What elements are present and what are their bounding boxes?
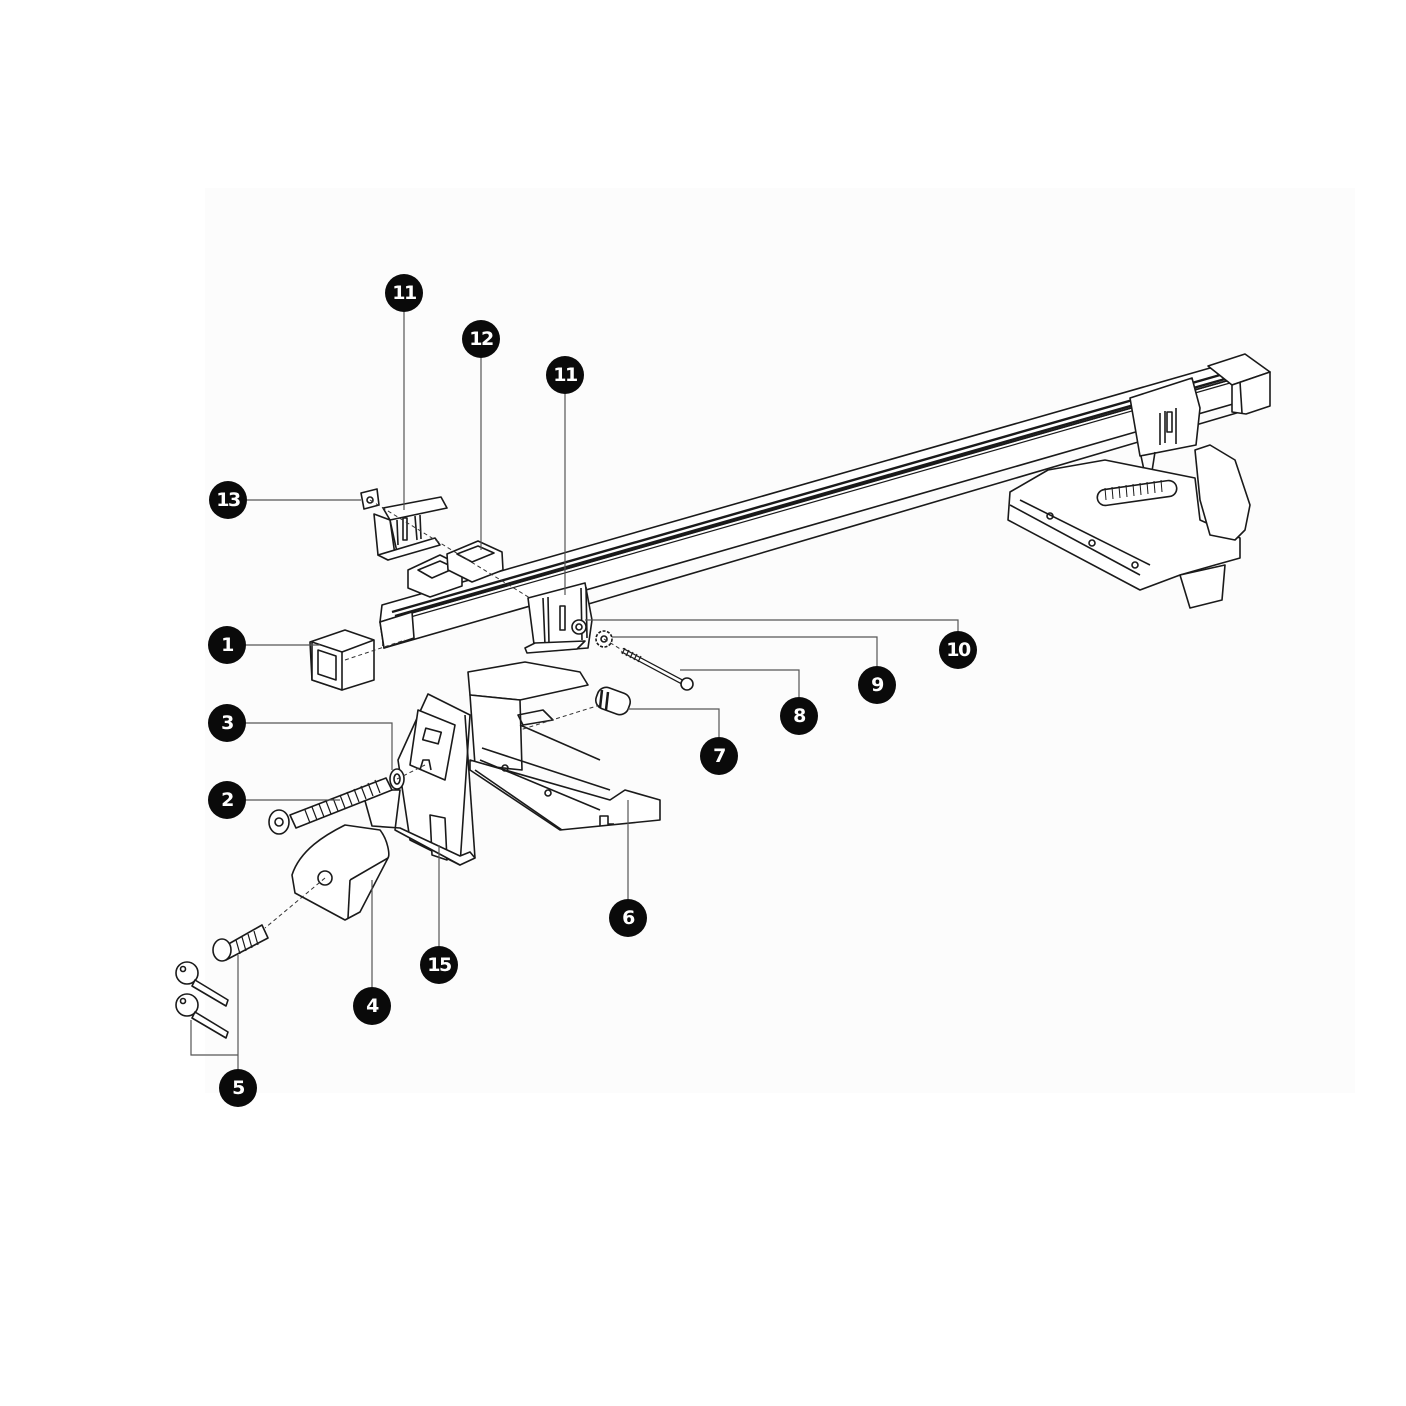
callout-7: 7: [700, 737, 738, 775]
callout-4: 4: [353, 987, 391, 1025]
key-2: [175, 993, 229, 1039]
right-end-cap: [1207, 353, 1271, 415]
part-1-end-cap: [309, 629, 375, 691]
callout-11-upper: 11: [385, 274, 423, 312]
load-bar: [379, 367, 1241, 649]
part-13-square-nut: [360, 488, 380, 510]
key-1: [175, 961, 229, 1007]
leader-lines: [190, 312, 959, 1069]
part-12-pads: [407, 540, 504, 598]
part-7-threaded-insert: [594, 686, 632, 716]
part-8-screw: [620, 647, 694, 691]
callout-12: 12: [462, 320, 500, 358]
callout-6: 6: [609, 899, 647, 937]
right-foot-assembly: [1007, 377, 1251, 609]
part-11-bracket: [373, 496, 448, 561]
callout-8: 8: [780, 697, 818, 735]
callout-10: 10: [939, 631, 977, 669]
callout-2: 2: [208, 781, 246, 819]
callout-13: 13: [209, 481, 247, 519]
callout-15: 15: [420, 946, 458, 984]
keys: [175, 961, 229, 1039]
bar-bracket-mounted: [524, 582, 593, 654]
part-2-long-bolt: [268, 777, 393, 835]
assembly-dash-lines: [264, 499, 623, 929]
part-6-foot-base: [467, 661, 661, 831]
callout-3: 3: [208, 704, 246, 742]
part-5-lock-cylinder: [212, 924, 269, 962]
part-4-foot-cover: [291, 824, 390, 921]
callout-1: 1: [208, 626, 246, 664]
callout-9: 9: [858, 666, 896, 704]
callout-11-lower: 11: [546, 356, 584, 394]
callout-5: 5: [219, 1069, 257, 1107]
part-15-clamp-bracket: [361, 693, 476, 866]
